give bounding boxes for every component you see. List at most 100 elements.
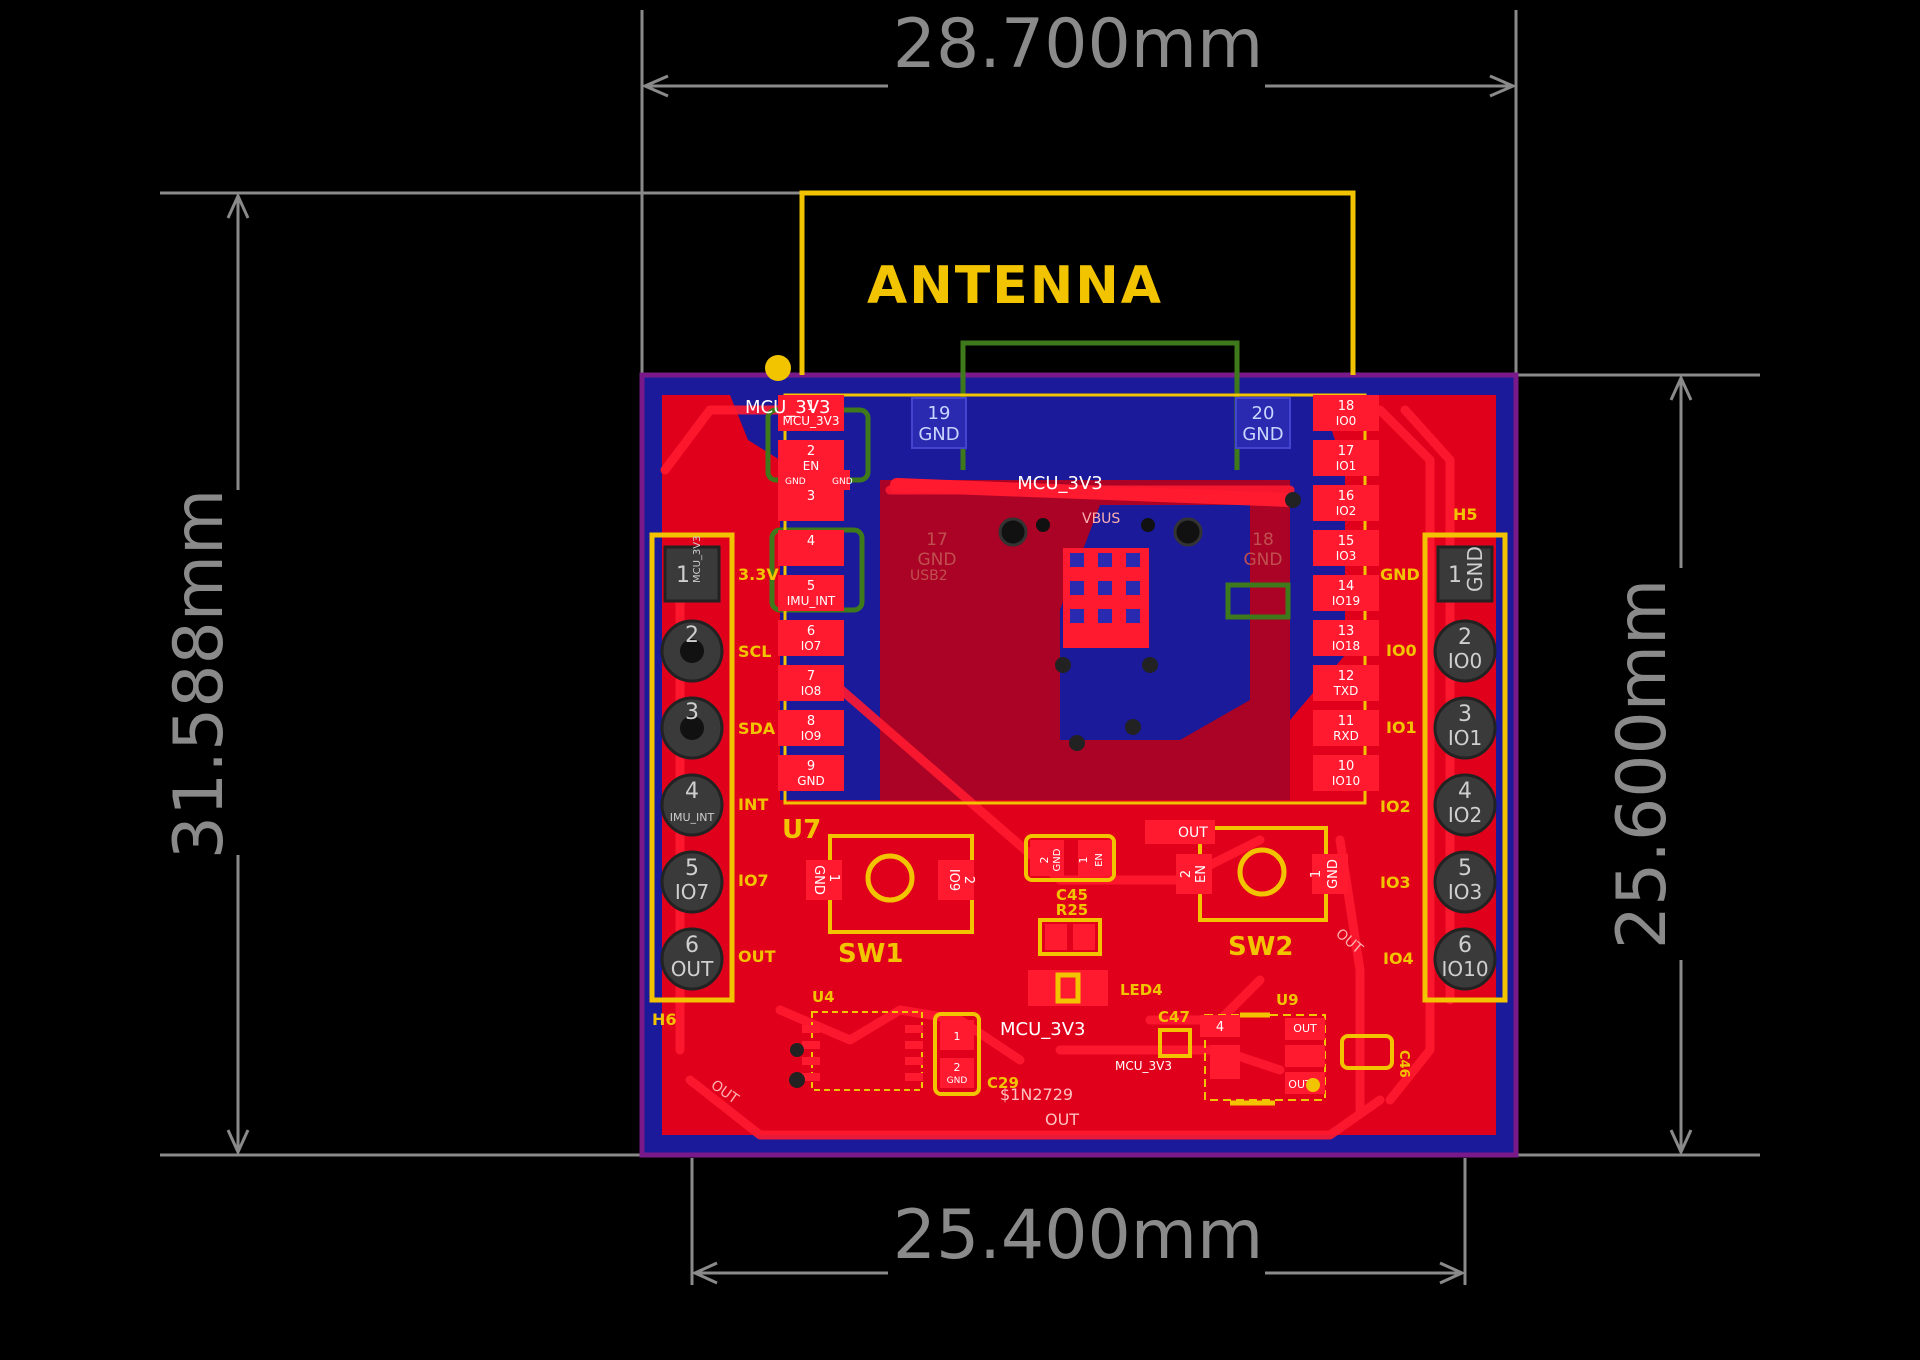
- svg-text:2: 2: [961, 876, 976, 884]
- mcu-3v3-top-label: MCU_3V3: [745, 397, 831, 418]
- module-pad[interactable]: 17 IO1: [1313, 440, 1379, 476]
- mcu-3v3-label-bottom: MCU_3V3: [1000, 1019, 1086, 1040]
- svg-text:OUT: OUT: [671, 957, 714, 981]
- svg-text:GND: GND: [1380, 565, 1420, 584]
- antenna-label: ANTENNA: [867, 256, 1163, 316]
- module-pad[interactable]: 7 IO8: [778, 665, 844, 701]
- svg-text:GND: GND: [797, 774, 825, 788]
- svg-text:IMU_INT: IMU_INT: [787, 594, 836, 608]
- module-pad[interactable]: 5 IMU_INT: [778, 575, 844, 611]
- n1n2729-label: $1N2729: [1000, 1085, 1073, 1104]
- svg-text:IO1: IO1: [1448, 726, 1482, 750]
- antenna-keepout: ANTENNA: [765, 190, 1356, 381]
- svg-text:GND: GND: [918, 424, 959, 445]
- dimension-left-height: 31.588mm: [160, 489, 239, 859]
- mcu-3v3-label-small: MCU_3V3: [1115, 1059, 1172, 1073]
- svg-text:IMU_INT: IMU_INT: [670, 811, 715, 824]
- svg-text:4: 4: [1458, 779, 1472, 804]
- gnd-pad-18: 18 GND: [1244, 530, 1283, 570]
- sw2-pad-1[interactable]: 1 GND: [1309, 854, 1348, 894]
- gnd-pad-20[interactable]: 20 GND: [1235, 397, 1291, 449]
- u7-label: U7: [782, 815, 821, 845]
- svg-text:19: 19: [928, 403, 951, 424]
- module-pad[interactable]: 16 IO2: [1313, 485, 1379, 521]
- dimension-right-height: 25.600mm: [1603, 579, 1682, 949]
- svg-text:OUT: OUT: [738, 947, 776, 966]
- module-pad[interactable]: 14 IO19: [1313, 575, 1379, 611]
- svg-text:IO18: IO18: [1332, 639, 1360, 653]
- svg-text:IO19: IO19: [1332, 594, 1360, 608]
- svg-text:C45: C45: [1056, 886, 1088, 904]
- ic-u9[interactable]: U9 4 OUT OUT: [1200, 991, 1326, 1106]
- svg-text:VBUS: VBUS: [1082, 511, 1120, 527]
- svg-text:6: 6: [685, 933, 699, 958]
- svg-text:4: 4: [807, 534, 815, 549]
- header-h5-pin-2[interactable]: 2 IO0 IO0: [1386, 619, 1497, 683]
- capacitor-c29[interactable]: 1 2 GND C29: [933, 1012, 1019, 1096]
- svg-text:1: 1: [1309, 870, 1324, 878]
- svg-text:GND: GND: [1326, 859, 1341, 889]
- module-pad[interactable]: 8 IO9: [778, 710, 844, 746]
- svg-text:6: 6: [1458, 933, 1472, 958]
- module-pad[interactable]: 3: [778, 485, 844, 521]
- svg-text:10: 10: [1338, 759, 1355, 774]
- ic-u4[interactable]: U4: [789, 988, 923, 1091]
- svg-text:2: 2: [685, 623, 699, 648]
- header-h5-pin-6[interactable]: 6 IO10 IO4: [1383, 927, 1497, 991]
- header-h5-pin-1[interactable]: 1 GND GND: [1380, 545, 1494, 603]
- svg-text:3: 3: [1458, 702, 1472, 727]
- header-h5-pin-5[interactable]: 5 IO3 IO3: [1380, 850, 1497, 914]
- module-pad[interactable]: 6 IO7: [778, 620, 844, 656]
- resistor-r25[interactable]: R25: [1038, 901, 1102, 956]
- svg-text:IO2: IO2: [1336, 504, 1357, 518]
- sw1-pad-1[interactable]: 1 GND: [806, 860, 842, 900]
- svg-text:U4: U4: [812, 988, 835, 1006]
- decoupling-caps-left: GND GND: [778, 470, 853, 490]
- module-pad[interactable]: 15 IO3: [1313, 530, 1379, 566]
- header-h6-pin-1[interactable]: 1 MCU_3V3 3.3V: [663, 536, 779, 603]
- module-pad[interactable]: 18 IO0: [1313, 395, 1379, 431]
- header-h6-pin-2[interactable]: 2 SCL: [660, 619, 771, 683]
- led-led4[interactable]: LED4: [1028, 970, 1163, 1006]
- sw2-pad-2[interactable]: 2 EN: [1176, 854, 1212, 894]
- dimension-top-width: 28.700mm: [893, 5, 1263, 84]
- svg-text:2: 2: [1179, 870, 1194, 878]
- svg-text:9: 9: [807, 759, 815, 774]
- capacitor-c47[interactable]: C47: [1158, 1008, 1192, 1058]
- svg-text:H5: H5: [1453, 505, 1478, 524]
- module-pad[interactable]: 9 GND: [778, 755, 844, 791]
- switch-sw2[interactable]: 2 EN 1 GND SW2: [1176, 826, 1348, 962]
- header-h6-pin-4[interactable]: 4 IMU_INT INT: [660, 773, 768, 837]
- capacitor-c45[interactable]: 2 GND 1 EN C45: [1024, 834, 1116, 904]
- svg-text:GND: GND: [1242, 424, 1283, 445]
- module-pad[interactable]: 13 IO18: [1313, 620, 1379, 656]
- svg-text:GND: GND: [785, 477, 806, 487]
- module-pad[interactable]: 4: [778, 530, 844, 566]
- module-pad[interactable]: 12 TXD: [1313, 665, 1379, 701]
- dimension-bottom-width: 25.400mm: [893, 1196, 1263, 1275]
- module-pad[interactable]: 1 MCU_3V3: [778, 395, 844, 431]
- svg-text:1: 1: [676, 563, 690, 588]
- svg-text:18: 18: [1252, 530, 1274, 550]
- board-outline: [639, 372, 1519, 1158]
- header-h5-pin-3[interactable]: 3 IO1 IO1: [1386, 696, 1497, 760]
- svg-text:3.3V: 3.3V: [738, 565, 779, 584]
- header-h5-pin-4[interactable]: 4 IO2 IO2: [1380, 773, 1497, 837]
- usb-connector: VBUS: [998, 492, 1301, 751]
- svg-text:2: 2: [807, 444, 815, 459]
- sw1-pad-2[interactable]: 2 IO9: [938, 860, 976, 900]
- svg-text:IO7: IO7: [738, 871, 769, 890]
- module-pad[interactable]: 11 RXD: [1313, 710, 1379, 746]
- switch-sw1[interactable]: U7 1 GND 2 IO9 SW1: [782, 815, 976, 969]
- header-h6-pin-3[interactable]: 3 SDA: [660, 696, 776, 760]
- header-h6-pin-6[interactable]: 6 OUT OUT: [660, 927, 776, 991]
- capacitor-c46[interactable]: C46: [1340, 1034, 1411, 1078]
- svg-text:5: 5: [685, 856, 699, 881]
- gnd-pad-19[interactable]: 19 GND: [911, 397, 967, 449]
- svg-text:17: 17: [1338, 444, 1355, 459]
- header-h6-pin-5[interactable]: 5 IO7 IO7: [660, 850, 769, 914]
- module-pad[interactable]: 10 IO10: [1313, 755, 1379, 791]
- svg-text:1: 1: [826, 874, 841, 882]
